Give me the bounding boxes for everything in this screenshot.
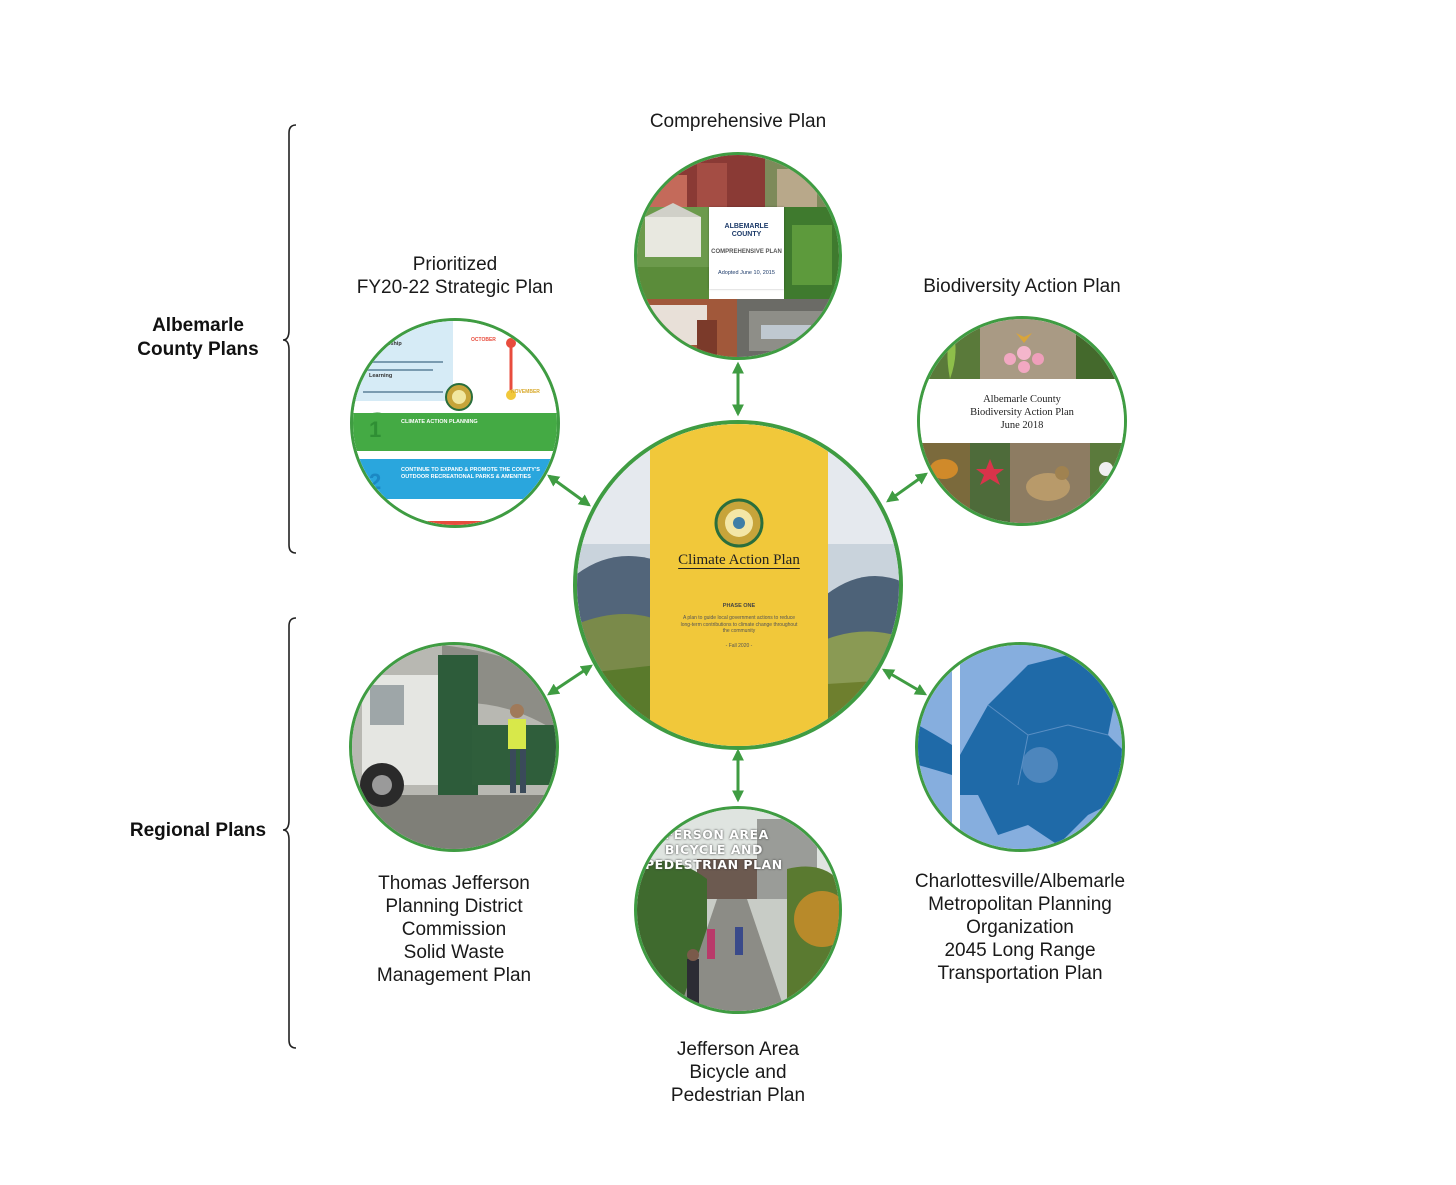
label-line: Transportation Plan <box>937 963 1103 984</box>
group-label-albemarle: Albemarle County Plans <box>120 314 276 362</box>
comprehensive-collage <box>637 155 839 357</box>
cover-line: Biodiversity Action Plan <box>970 407 1074 418</box>
label-line: Commission <box>401 919 507 940</box>
cover-line: PEDESTRIAN PLAN <box>645 857 783 872</box>
label-transportation-plan: Charlottesville/Albemarle Metropolitan P… <box>870 870 1170 985</box>
bike-ped-cover-title: -FERSON AREA BICYCLE AND PEDESTRIAN PLAN <box>645 827 783 872</box>
biodiversity-cover-band: Albemarle County Biodiversity Action Pla… <box>920 379 1124 443</box>
cover-line: -FERSON AREA <box>658 827 769 842</box>
bracket-albemarle <box>282 124 297 554</box>
label-line: Thomas Jefferson <box>378 873 530 894</box>
comprehensive-cover: ALBEMARLE COUNTY COMPREHENSIVE PLAN Adop… <box>709 207 784 289</box>
strategic-item-2-title: CONTINUE TO EXPAND & PROMOTE THE COUNTY'… <box>401 467 540 480</box>
region-map <box>918 645 1122 849</box>
climate-cover-date: - Fall 2020 - <box>725 642 753 649</box>
label-bike-ped-plan: Jefferson Area Bicycle and Pedestrian Pl… <box>588 1038 888 1107</box>
solid-waste-plan-image <box>349 642 559 852</box>
strategic-month-2: NOVEMBER <box>511 389 540 395</box>
garbage-truck-scene <box>352 645 556 849</box>
strategic-item-1-band <box>353 413 557 451</box>
climate-cover-description: A plan to guide local government actions… <box>680 615 798 634</box>
strategic-item-2-band <box>353 459 557 499</box>
county-seal-icon <box>714 498 764 548</box>
cover-line: June 2018 <box>1000 420 1044 431</box>
cover-date: Adopted June 10, 2015 <box>718 270 775 276</box>
label-line: Bicycle and <box>689 1062 787 1083</box>
comprehensive-plan-image: ALBEMARLE COUNTY COMPREHENSIVE PLAN Adop… <box>634 152 842 360</box>
strategic-plan-image: 1 2 CLIMATE ACTION PLANNING CONTINUE TO … <box>350 318 560 528</box>
biodiversity-collage <box>920 319 1124 523</box>
strategic-month-1: OCTOBER <box>471 337 496 343</box>
cover-title: ALBEMARLE COUNTY <box>724 223 769 238</box>
strategic-section-b: Learning <box>369 373 393 379</box>
label-line: FY20-22 Strategic Plan <box>356 277 554 298</box>
cover-subtitle: COMPREHENSIVE PLAN <box>711 249 782 255</box>
group-label-line: County Plans <box>137 339 259 360</box>
transportation-plan-image <box>915 642 1125 852</box>
label-line: Jefferson Area <box>676 1039 800 1060</box>
label-comprehensive-plan: Comprehensive Plan <box>588 110 888 133</box>
label-line: Management Plan <box>376 965 532 986</box>
climate-cover-panel: Climate Action Plan PHASE ONE A plan to … <box>650 424 828 746</box>
label-biodiversity-plan: Biodiversity Action Plan <box>872 275 1172 298</box>
climate-cover-title: Climate Action Plan <box>678 552 800 568</box>
strategic-section-a: Stewardship <box>369 341 402 347</box>
label-line: Biodiversity Action Plan <box>923 276 1121 297</box>
label-line: Pedestrian Plan <box>670 1085 806 1106</box>
label-line: 2045 Long Range <box>944 940 1096 961</box>
label-line: Prioritized <box>412 254 498 275</box>
biodiversity-plan-image: Albemarle County Biodiversity Action Pla… <box>917 316 1127 526</box>
bracket-regional <box>282 617 297 1049</box>
group-label-line: Albemarle <box>152 315 244 336</box>
group-label-line: Regional Plans <box>129 820 267 841</box>
label-line: Planning District <box>385 896 523 917</box>
label-line: Solid Waste <box>403 942 505 963</box>
climate-action-plan-image: Climate Action Plan PHASE ONE A plan to … <box>573 420 903 750</box>
label-line: Comprehensive Plan <box>649 111 827 132</box>
bike-ped-plan-image: -FERSON AREA BICYCLE AND PEDESTRIAN PLAN <box>634 806 842 1014</box>
group-label-regional: Regional Plans <box>116 819 280 843</box>
strategic-number-2: 2 <box>369 469 382 494</box>
label-solid-waste-plan: Thomas Jefferson Planning District Commi… <box>304 872 604 987</box>
strategic-number-1: 1 <box>369 417 382 442</box>
label-line: Metropolitan Planning <box>928 894 1112 915</box>
label-strategic-plan: Prioritized FY20-22 Strategic Plan <box>305 253 605 299</box>
climate-cover-phase: PHASE ONE <box>722 603 756 609</box>
strategic-item-1-title: CLIMATE ACTION PLANNING <box>401 419 478 425</box>
cover-line: BICYCLE AND <box>664 842 763 857</box>
cover-line: Albemarle County <box>983 394 1061 405</box>
greenway-scene <box>637 809 839 1011</box>
label-line: Charlottesville/Albemarle <box>914 871 1126 892</box>
label-line: Organization <box>966 917 1074 938</box>
